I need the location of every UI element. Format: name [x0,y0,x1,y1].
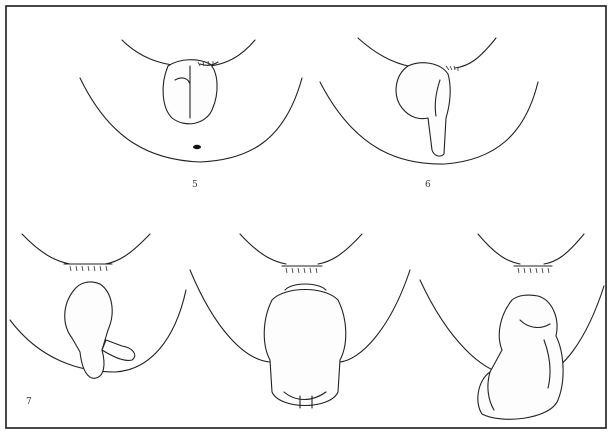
panel-5-illustration [80,40,302,162]
panel-7-illustration [10,234,186,378]
panel-6-illustration [320,38,538,164]
panel-label-7: 7 [26,397,32,407]
panel-label-6: 6 [425,180,431,190]
panel-label-5: 5 [192,180,198,190]
panel-trunk-illustration [190,234,410,408]
panel-shoulders-illustration [420,234,604,419]
